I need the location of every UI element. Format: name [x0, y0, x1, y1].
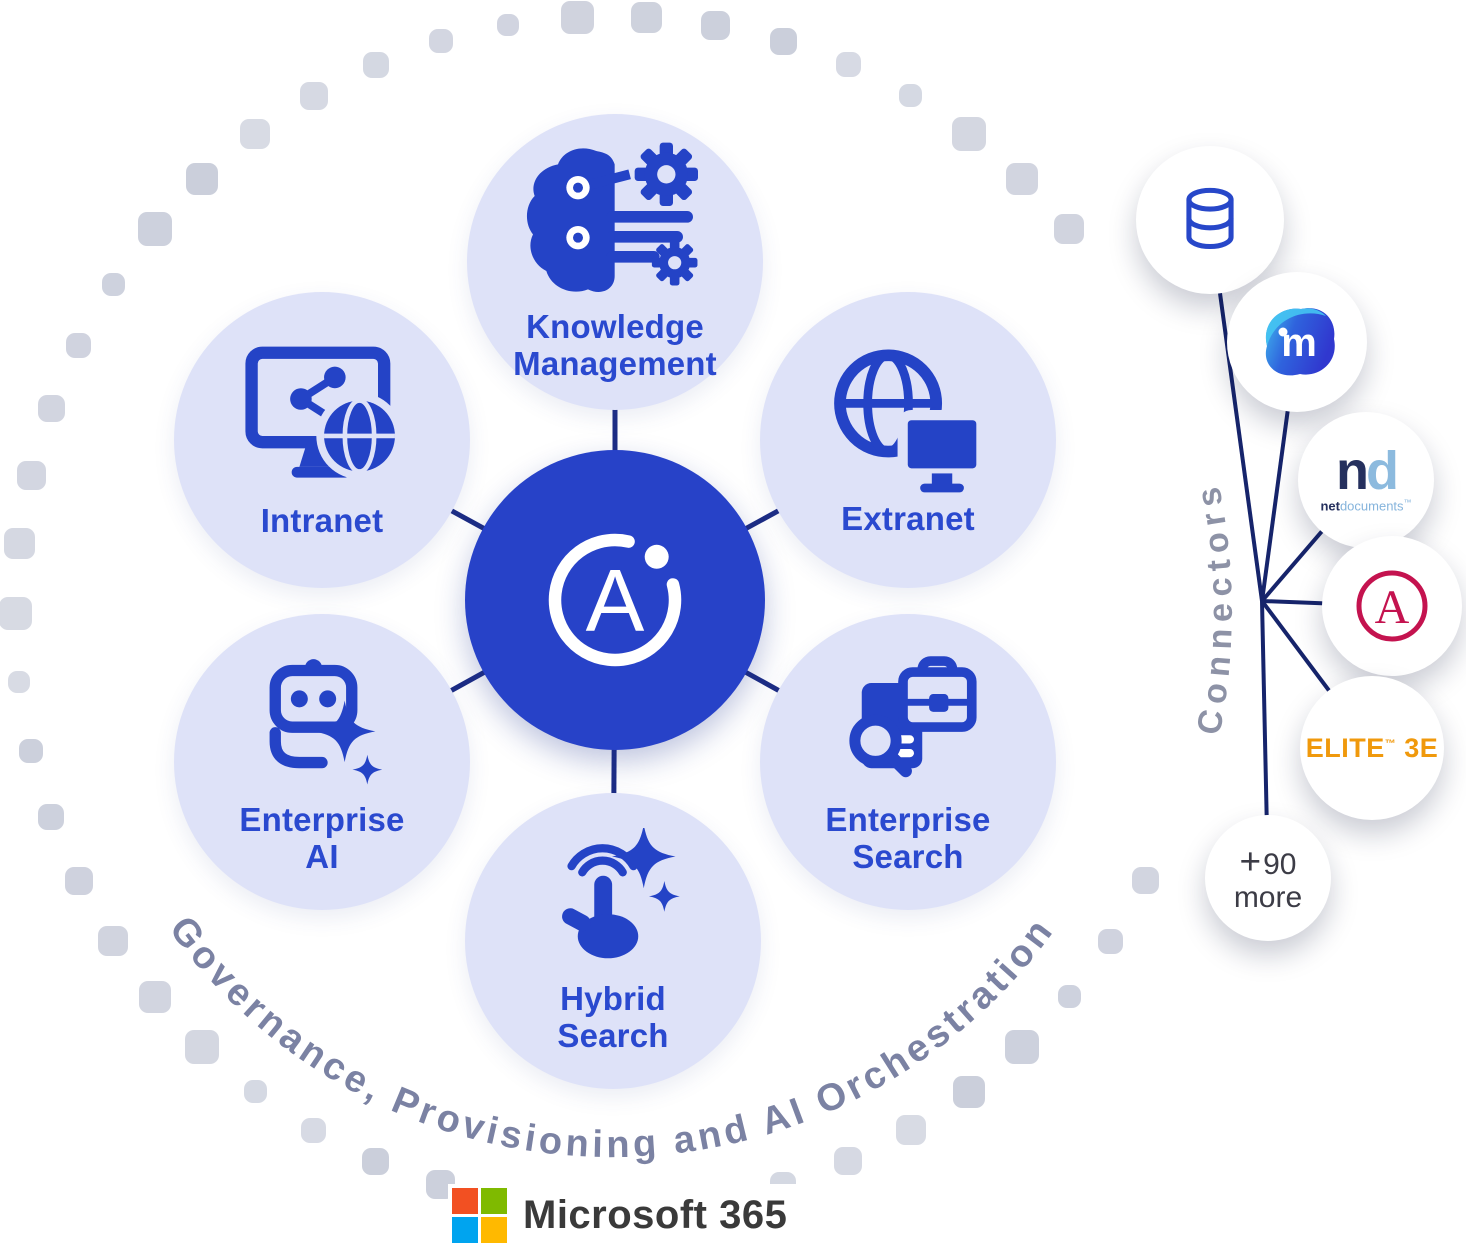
ring-dot [769, 27, 797, 55]
ring-dot [1057, 985, 1081, 1009]
ring-dot [101, 273, 125, 297]
ms-square-yellow [481, 1217, 507, 1243]
ring-dot [138, 980, 171, 1013]
extranet-icon [833, 348, 987, 492]
ms-square-blue [452, 1217, 478, 1243]
ring-dot [37, 395, 65, 423]
microsoft-squares-icon [452, 1188, 507, 1243]
satellite-hybrid-search: Hybrid Search [465, 793, 761, 1089]
ring-dot [66, 332, 91, 358]
enterprise-ai-icon [269, 658, 383, 785]
satellite-label: Enterprise Search [825, 800, 991, 875]
ring-dot [38, 804, 64, 831]
ring-dot [8, 671, 31, 694]
elite-3e-logo: ELITE™ 3E [1305, 732, 1439, 763]
connector-elite-3e: ELITE™ 3E [1300, 676, 1444, 820]
ring-dot [428, 29, 453, 54]
ring-dot [3, 528, 35, 560]
ring-dot [240, 119, 271, 150]
hub-logo-icon: A [548, 533, 682, 667]
ring-dot [185, 1030, 220, 1065]
ring-dot [98, 926, 129, 957]
ring-dot [16, 460, 46, 490]
aderant-logo: A [1356, 570, 1428, 642]
ring-dot [835, 52, 861, 78]
microsoft-365-label: Microsoft 365 [523, 1193, 788, 1237]
imanage-logo: m [1265, 308, 1335, 376]
ring-dot [0, 596, 32, 630]
enterprise-search-icon [848, 655, 977, 777]
ring-dot [1004, 1030, 1039, 1065]
satellite-label: Enterprise AI [239, 800, 405, 875]
satellite-label: Extranet [841, 499, 975, 537]
satellite-enterprise-search: Enterprise Search [760, 614, 1056, 910]
ring-dot [895, 1115, 926, 1146]
connector-database [1136, 146, 1284, 294]
ms-square-red [452, 1188, 478, 1214]
ring-dot [243, 1080, 267, 1104]
ring-dot [1054, 214, 1085, 245]
satellite-knowledge-management: Knowledge Management [467, 114, 763, 410]
ring-dot [952, 1075, 985, 1108]
ring-dot [19, 738, 44, 763]
ring-dot [560, 0, 594, 34]
ring-dot [301, 1117, 326, 1143]
ms-square-green [481, 1188, 507, 1214]
ring-dot [362, 51, 389, 78]
more-connectors-label: +90 more [1233, 840, 1303, 914]
connector-more: +90 more [1205, 815, 1331, 941]
ring-dot [299, 81, 328, 110]
hybrid-search-icon [561, 827, 680, 958]
hub-circle: A [465, 450, 765, 750]
microsoft-365-logo: Microsoft 365 [448, 1184, 800, 1247]
ring-dot [951, 117, 986, 152]
database-icon [1186, 187, 1234, 250]
svg-text:m: m [1281, 321, 1317, 365]
ring-dot [497, 14, 520, 37]
ring-dot [899, 84, 922, 108]
netdocuments-logo: nd netdocuments™ [1320, 441, 1412, 513]
svg-text:A: A [586, 551, 645, 650]
ring-dot [362, 1147, 390, 1175]
svg-text:A: A [1375, 581, 1410, 634]
satellite-extranet: Extranet [760, 292, 1056, 588]
connector-netdocuments: nd netdocuments™ [1298, 412, 1434, 548]
ring-dot [834, 1147, 863, 1176]
ring-dot [1131, 867, 1159, 895]
ring-dot [64, 866, 93, 895]
satellite-label: Hybrid Search [557, 979, 669, 1054]
satellite-label: Knowledge Management [513, 308, 717, 382]
ring-dot [186, 162, 219, 195]
ring-dot [137, 212, 172, 247]
knowledge-management-icon [526, 142, 698, 292]
intranet-icon [244, 346, 403, 480]
ring-dot [1098, 928, 1124, 954]
connector-imanage: m [1227, 272, 1367, 412]
satellite-enterprise-ai: Enterprise AI [174, 614, 470, 910]
satellite-label: Intranet [260, 502, 384, 540]
ring-dot [701, 10, 731, 40]
satellite-intranet: Intranet [174, 292, 470, 588]
ring-dot [631, 1, 663, 33]
ring-dot [1005, 162, 1038, 195]
connector-aderant: A [1322, 536, 1462, 676]
